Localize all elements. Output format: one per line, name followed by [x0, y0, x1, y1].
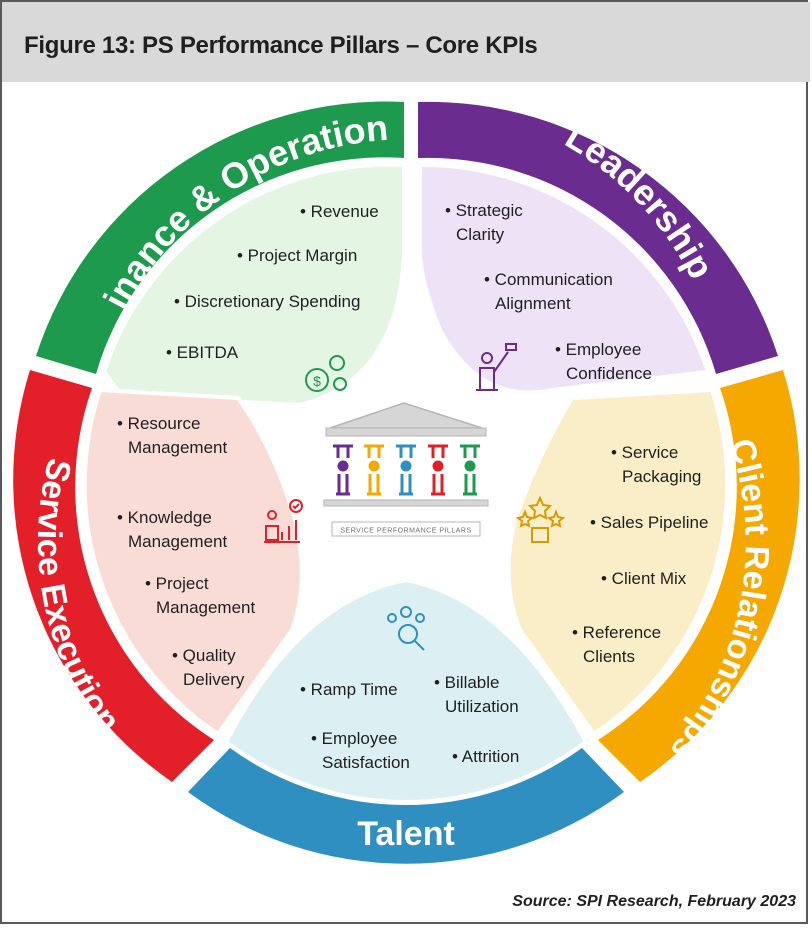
outer-ring [13, 101, 800, 864]
kpi-client-mix: • Client Mix [601, 569, 687, 588]
kpi-employee-satisfaction-2: Satisfaction [322, 753, 410, 772]
kpi-knowledge: • Knowledge [117, 508, 212, 527]
band-service [13, 370, 214, 782]
kpis-talent: • Ramp Time • Billable Utilization • Emp… [300, 673, 519, 772]
kpi-strategic: • Strategic [445, 201, 523, 220]
band-client [598, 370, 800, 782]
petal-client [506, 387, 730, 737]
kpi-clarity: Clarity [456, 225, 505, 244]
kpi-sales-pipeline: • Sales Pipeline [590, 513, 708, 532]
kpi-revenue: • Revenue [300, 202, 379, 221]
kpi-clients: Clients [583, 647, 635, 666]
figure-title-bar: Figure 13: PS Performance Pillars – Core… [2, 2, 810, 82]
inner-petals [82, 162, 730, 804]
kpi-project-management: Management [156, 598, 256, 617]
center-label: SERVICE PERFORMANCE PILLARS [340, 528, 471, 535]
band-label-talent: Talent [357, 815, 455, 853]
kpi-attrition: • Attrition [452, 747, 519, 766]
kpi-resource-management: Management [128, 438, 228, 457]
kpi-employee-satisfaction-1: • Employee [311, 729, 397, 748]
petal-talent [223, 577, 589, 804]
svg-text:$: $ [313, 373, 321, 389]
kpi-utilization: Utilization [445, 697, 519, 716]
kpi-communication: • Communication [484, 270, 613, 289]
leader-presenting-icon [476, 343, 517, 391]
band-leadership [418, 101, 778, 374]
kpi-discretionary-spending: • Discretionary Spending [174, 292, 360, 311]
figure-source: Source: SPI Research, February 2023 [512, 893, 796, 910]
kpis-leadership: • Strategic Clarity • Communication Alig… [445, 201, 652, 383]
kpis-client: • Service Packaging • Sales Pipeline • C… [572, 443, 708, 666]
kpi-delivery: Delivery [183, 670, 245, 689]
kpi-project: • Project [145, 574, 209, 593]
star-client-icon [515, 495, 566, 543]
kpis-finance: • Revenue • Project Margin • Discretiona… [166, 202, 379, 362]
band-finance [36, 101, 404, 374]
growth-check-icon [264, 499, 303, 543]
kpi-ramp-time: • Ramp Time [300, 680, 398, 699]
kpi-quality: • Quality [172, 646, 236, 665]
kpi-service: • Service [611, 443, 678, 462]
money-gears-icon: $ [305, 355, 347, 392]
kpi-employee-confidence-2: Confidence [566, 364, 652, 383]
kpi-project-margin: • Project Margin [237, 246, 357, 265]
kpi-knowledge-management: Management [128, 532, 228, 551]
petal-finance [101, 162, 406, 408]
kpi-alignment: Alignment [495, 294, 571, 313]
center-pillars-graphic: SERVICE PERFORMANCE PILLARS [318, 400, 494, 550]
kpi-ebitda: • EBITDA [166, 343, 239, 362]
kpi-packaging: Packaging [622, 467, 701, 486]
team-search-icon [387, 606, 425, 651]
band-talent [188, 748, 624, 864]
kpis-service: • Resource Management • Knowledge Manage… [117, 414, 256, 689]
petal-service [82, 387, 304, 737]
kpi-resource: • Resource [117, 414, 200, 433]
petal-leadership [418, 162, 711, 395]
kpi-reference: • Reference [572, 623, 661, 642]
kpi-billable: • Billable [434, 673, 500, 692]
figure-title: Figure 13: PS Performance Pillars – Core… [24, 32, 538, 59]
kpi-employee-confidence-1: • Employee [555, 340, 641, 359]
pillar-columns [333, 444, 480, 496]
